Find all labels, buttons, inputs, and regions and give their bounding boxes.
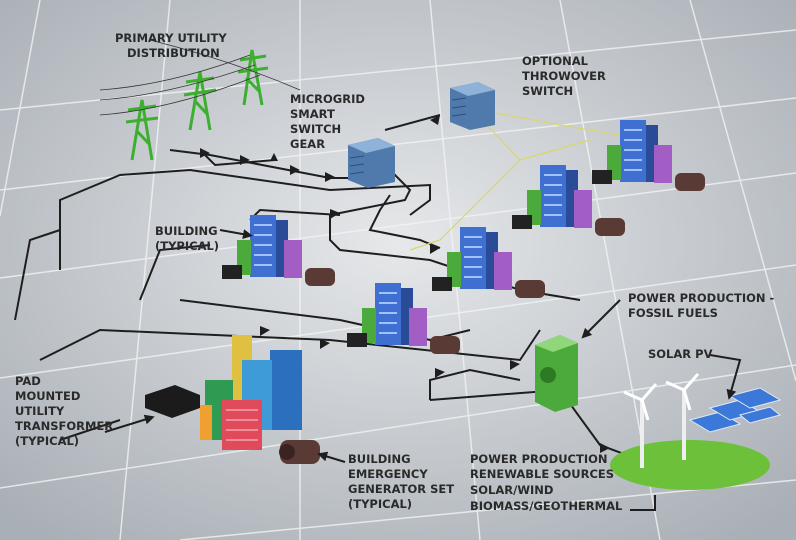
throwover-switch — [450, 82, 495, 130]
label-emergency-generator: BUILDING EMERGENCY GENERATOR SET (TYPICA… — [348, 452, 458, 511]
label-building: BUILDING (TYPICAL) — [155, 224, 222, 253]
renewable-site — [610, 373, 770, 490]
microgrid-switchgear — [348, 138, 395, 188]
control-wires — [409, 109, 621, 251]
emergency-generator — [279, 440, 320, 464]
label-primary-utility: PRIMARY UTILITY DISTRIBUTION — [115, 31, 231, 60]
building-cluster — [222, 215, 335, 286]
solar-panels — [688, 387, 782, 433]
callout-arrows — [104, 229, 742, 511]
utility-lines — [99, 39, 301, 116]
label-throwover-switch: OPTIONAL THROWOVER SWITCH — [522, 54, 610, 98]
label-renewable: POWER PRODUCTION RENEWABLE SOURCES SOLAR… — [470, 452, 623, 513]
city-buildings — [200, 335, 302, 450]
label-transformer: PAD MOUNTED UTILITY TRANSFORMER (TYPICAL… — [15, 374, 117, 448]
label-microgrid-switchgear: MICROGRID SMART SWITCH GEAR — [290, 92, 369, 151]
pad-mounted-transformer — [145, 385, 200, 418]
fossil-fuel-generator — [535, 335, 578, 412]
label-solar-pv: SOLAR PV — [648, 347, 713, 361]
label-fossil-fuels: POWER PRODUCTION - FOSSIL FUELS — [628, 291, 778, 320]
